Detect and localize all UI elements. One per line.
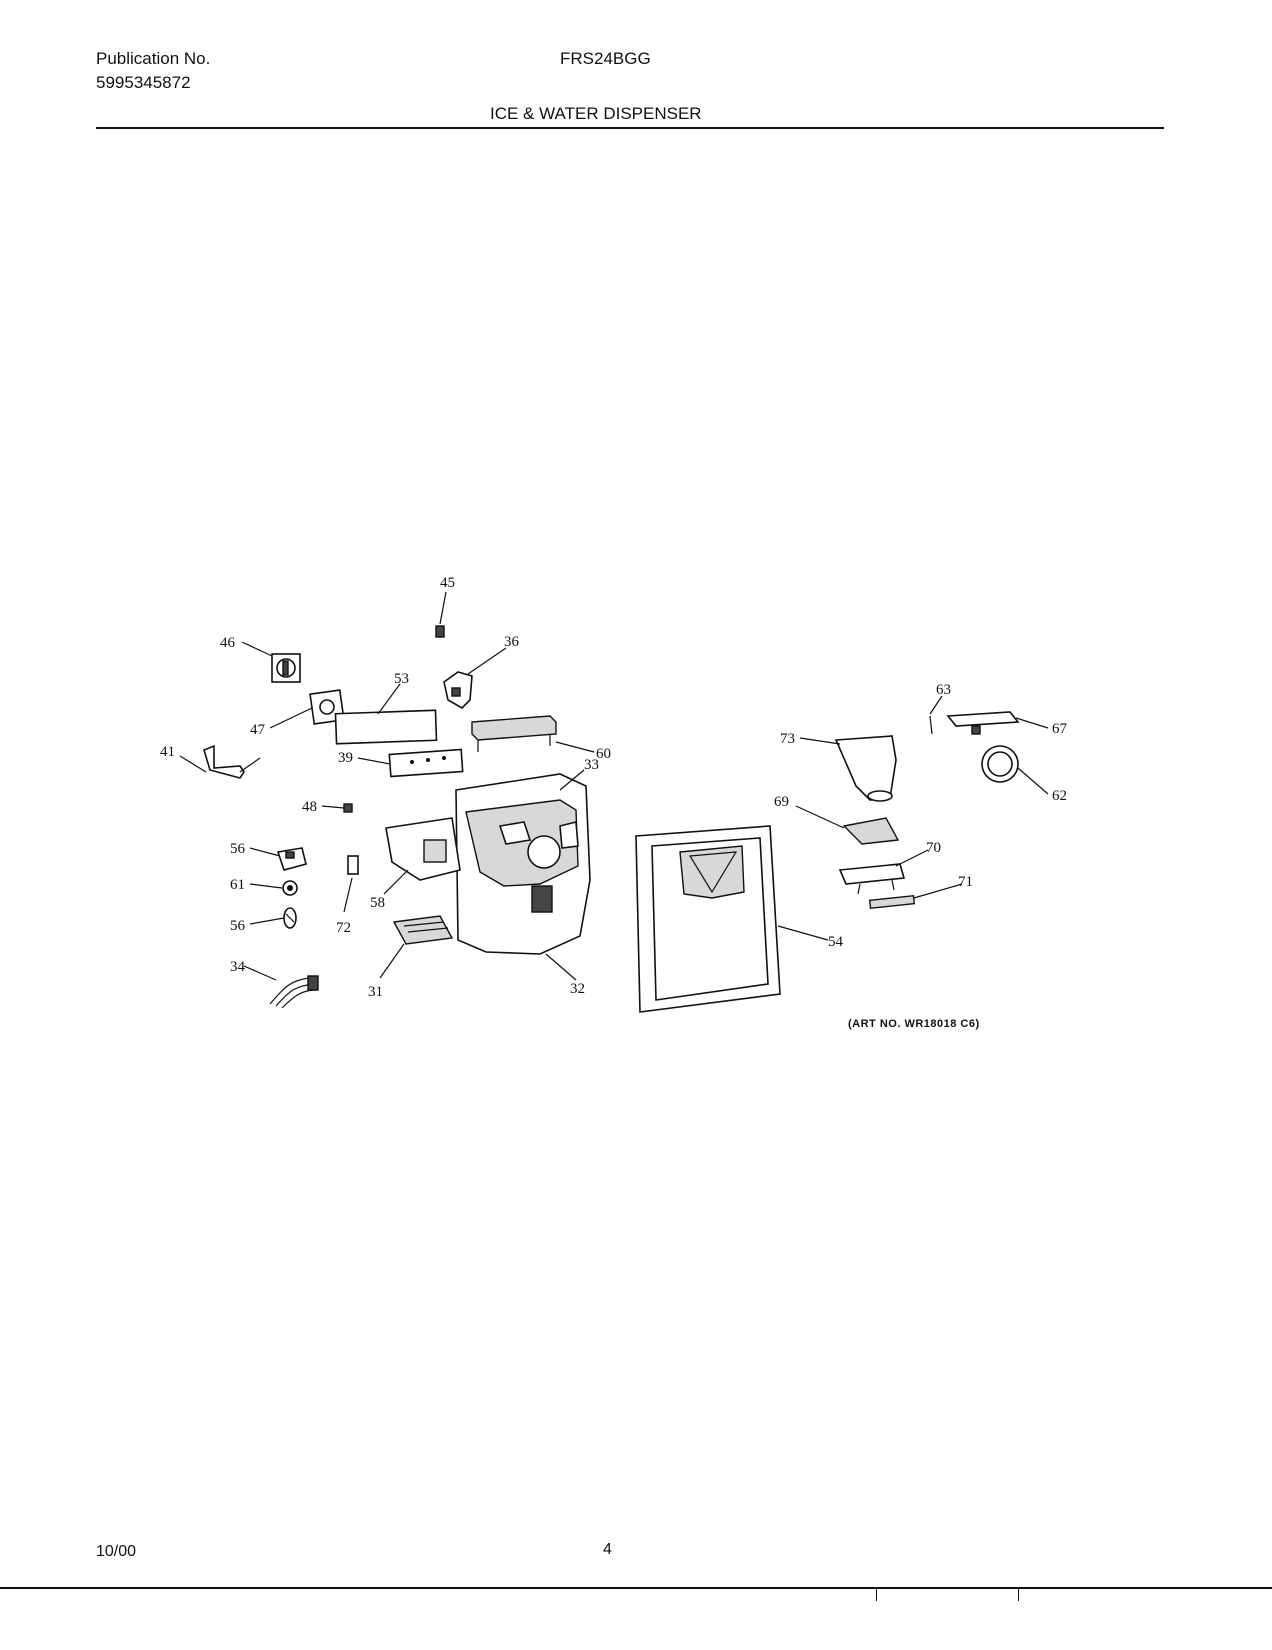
part-36-actuator [443, 671, 473, 709]
part-71-rod [868, 894, 916, 910]
callout-62: 62 [1052, 788, 1067, 804]
callout-41: 41 [160, 744, 175, 760]
callout-39: 39 [338, 750, 353, 766]
part-34-wire-harness [269, 975, 319, 1009]
art-number-note: (ART NO. WR18018 C6) [848, 1018, 980, 1030]
part-58-bracket [385, 817, 461, 881]
callout-47: 47 [250, 722, 266, 738]
part-60-channel [471, 715, 557, 752]
part-72-clip [347, 855, 359, 875]
part-56-switch-upper [276, 847, 307, 871]
callout-70: 70 [926, 840, 941, 856]
part-46-switch [271, 653, 301, 683]
publication-label: Publication No. [96, 49, 211, 68]
part-73-chute [834, 735, 897, 802]
callout-69: 69 [774, 794, 789, 810]
part-48-block [343, 803, 353, 813]
header-rule [96, 127, 1164, 129]
callout-54: 54 [828, 934, 844, 950]
part-53-cover-plate [334, 709, 438, 745]
footer-rule-tick [876, 1589, 877, 1601]
callout-56-upper: 56 [230, 841, 246, 857]
publication-number: 5995345872 [96, 73, 191, 92]
footer-date: 10/00 [96, 1543, 137, 1560]
callout-73: 73 [780, 731, 795, 747]
callout-60: 60 [596, 746, 611, 762]
part-54-door-panel [635, 825, 781, 1013]
part-70-bracket [838, 863, 906, 895]
part-31-grille [392, 915, 454, 945]
part-67-bracket [946, 711, 1020, 735]
footer-rule [0, 1587, 1272, 1589]
callout-32: 32 [570, 981, 585, 997]
callout-63: 63 [936, 682, 951, 698]
callout-48: 48 [302, 799, 317, 815]
callout-56-lower: 56 [230, 918, 246, 934]
callout-61: 61 [230, 877, 245, 893]
callout-71: 71 [958, 874, 973, 890]
callout-36: 36 [504, 634, 520, 650]
part-62-ring [981, 745, 1019, 783]
callout-67: 67 [1052, 721, 1068, 737]
callout-53: 53 [394, 671, 409, 687]
page-number: 4 [603, 1541, 612, 1558]
part-69-flap [842, 817, 900, 845]
part-41-lever [203, 744, 261, 779]
section-title: ICE & WATER DISPENSER [490, 104, 702, 123]
part-33-dispenser-housing [455, 773, 591, 955]
callout-31: 31 [368, 984, 383, 1000]
footer-rule-tick [1018, 1589, 1019, 1601]
part-56-bulb [283, 907, 297, 929]
callout-34: 34 [230, 959, 246, 975]
part-39-control-board [388, 748, 464, 778]
callout-58: 58 [370, 895, 385, 911]
callout-45: 45 [440, 575, 455, 591]
part-45-clip [435, 625, 445, 638]
part-63-screw [929, 715, 933, 735]
callout-46: 46 [220, 635, 236, 651]
model-number: FRS24BGG [560, 49, 651, 68]
part-61-socket [282, 880, 298, 896]
callout-72: 72 [336, 920, 351, 936]
callout-33: 33 [584, 757, 599, 773]
